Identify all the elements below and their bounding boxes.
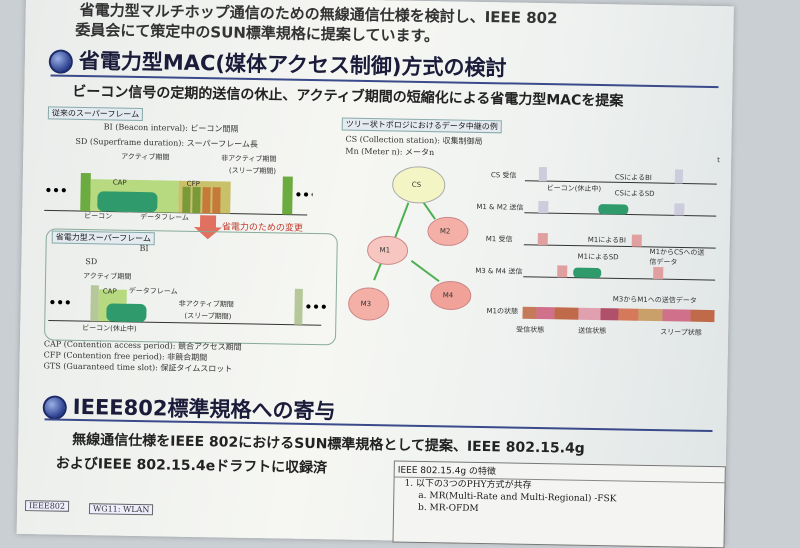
state-tx: 送信状態	[578, 326, 607, 336]
timing-t-label: t	[717, 156, 721, 165]
svg-text:•••: •••	[44, 183, 67, 197]
svg-text:•••: •••	[304, 300, 327, 314]
row-m1m2-tx: M1 & M2 送信	[476, 202, 524, 212]
section1-lead: ビーコン信号の定期的送信の休止、アクティブ期間の短縮化による省電力型MACを提案	[72, 83, 624, 110]
legend-gts: GTS (Guaranteed time slot): 保証タイムスロット	[43, 361, 233, 374]
superframe-normal-label: 従来のスーパーフレーム	[47, 106, 144, 122]
timing-m1-bi: M1によるBI	[587, 235, 627, 245]
bi-power: BI	[139, 244, 149, 254]
section2-body-2: およびIEEE 802.15.4eドラフトに収録済	[55, 455, 328, 477]
row-m1-rx: M1 受信	[485, 235, 513, 244]
poster-sheet: 省電力型マルチホップ通信のための無線通信仕様を検討し、IEEE 802 委員会に…	[16, 0, 734, 548]
node-m1: M1	[379, 246, 391, 255]
timing-cs-bi: CSによるBI	[614, 173, 652, 182]
superframe-power-diagram: ••• •••	[48, 285, 327, 326]
node-m3: M3	[360, 299, 372, 309]
node-m2: M2	[439, 227, 451, 236]
bullet-icon	[42, 395, 67, 420]
topology-label: ツリー状トポロジにおけるデータ中継の例	[341, 117, 502, 134]
timing-m1-to-cs: M1からCSへの送信データ	[649, 247, 705, 267]
features-box: IEEE 802.15.4g の特徴 1. 以下の3つのPHY方式が共存 a. …	[392, 460, 726, 548]
bi-normal: BI (Beacon interval): ビーコン間隔	[103, 122, 239, 134]
row-cs-rx: CS 受信	[490, 171, 517, 180]
dataframe-normal: データフレーム	[140, 213, 189, 222]
beacon-normal: ビーコン	[84, 212, 113, 221]
timing-beacon-pause: ビーコン(休止中)	[546, 184, 602, 194]
tree-root: IEEE802	[24, 500, 70, 512]
row-m1-state: M1の状態	[486, 307, 519, 316]
mn-desc: Mn (Meter n): メータn	[345, 146, 435, 158]
svg-text:•••: •••	[48, 295, 71, 309]
bullet-icon	[48, 49, 74, 74]
beacon-pause-power: ビーコン(休止中)	[82, 324, 137, 333]
topology-diagram	[348, 166, 472, 321]
tree-child: WG11: WLAN	[88, 503, 154, 516]
timing-m1-sd: M1によるSD	[577, 252, 619, 262]
timing-diagram	[522, 166, 717, 323]
sd-normal: SD (Superframe duration): スーパーフレーム長	[75, 136, 258, 150]
change-arrow-icon	[193, 215, 222, 240]
node-cs: CS	[411, 180, 422, 189]
cap-power: CAP	[102, 287, 117, 296]
timing-cs-sd: CSによるSD	[614, 189, 655, 198]
cfp-normal: CFP	[186, 179, 200, 189]
row-m3m4-tx: M3 & M4 送信	[475, 266, 523, 276]
cap-normal: CAP	[112, 178, 127, 187]
timing-m3-to-m1: M3からM1への送信データ	[612, 295, 697, 305]
node-m4: M4	[442, 291, 454, 300]
state-rx: 受信状態	[516, 325, 545, 335]
superframe-normal-diagram: ••• •••	[44, 172, 313, 216]
svg-text:•••: •••	[294, 188, 313, 202]
state-sleep: スリープ状態	[660, 328, 702, 337]
sd-power: SD	[85, 257, 98, 267]
